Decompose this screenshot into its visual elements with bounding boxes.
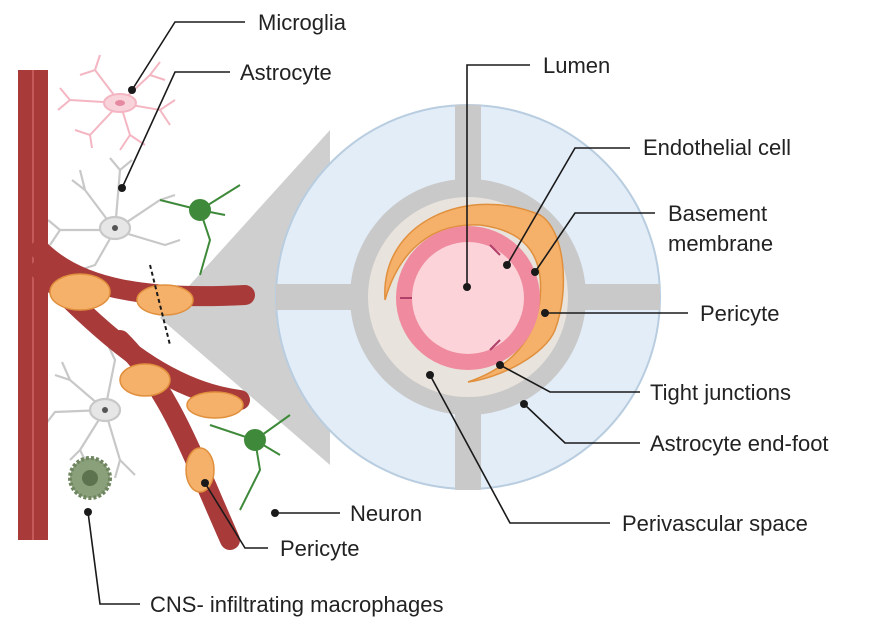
- leader-dot-lumen: [463, 283, 471, 291]
- label-astrocyte-end-foot: Astrocyte end-foot: [650, 431, 829, 456]
- label-neuron: Neuron: [350, 501, 422, 526]
- label-basement-membrane-line2: membrane: [668, 231, 773, 256]
- neuron-lower: [210, 415, 290, 510]
- label-perivascular-space: Perivascular space: [622, 511, 808, 536]
- leader-dot-neuron: [271, 509, 279, 517]
- label-pericyte-right: Pericyte: [700, 301, 779, 326]
- leader-dot-pericyte-right: [541, 309, 549, 317]
- leader-dot-basement-membrane: [531, 268, 539, 276]
- leader-astrocyte: [122, 72, 230, 188]
- macrophage-cell: [70, 458, 110, 498]
- label-lumen: Lumen: [543, 53, 610, 78]
- leader-dot-perivascular-space: [426, 371, 434, 379]
- label-tight-junctions: Tight junctions: [650, 380, 791, 405]
- leader-microglia: [132, 22, 245, 90]
- label-basement-membrane-line1: Basement: [668, 201, 767, 226]
- lumen-area: [412, 242, 524, 354]
- label-astrocyte: Astrocyte: [240, 60, 332, 85]
- microglia-cell: [58, 55, 175, 150]
- leader-dot-astrocyte: [118, 184, 126, 192]
- leader-macrophages: [88, 512, 140, 604]
- leader-dot-macrophages: [84, 508, 92, 516]
- label-pericyte-left: Pericyte: [280, 536, 359, 561]
- leader-dot-astrocyte-end-foot: [520, 400, 528, 408]
- label-macrophages: CNS- infiltrating macrophages: [150, 592, 443, 617]
- label-microglia: Microglia: [258, 10, 347, 35]
- leader-dot-pericyte-left: [201, 479, 209, 487]
- leader-dot-endothelial-cell: [503, 261, 511, 269]
- astrocyte-cell-upper: [48, 158, 180, 270]
- leader-dot-tight-junctions: [496, 361, 504, 369]
- leader-dot-microglia: [128, 86, 136, 94]
- label-endothelial-cell: Endothelial cell: [643, 135, 791, 160]
